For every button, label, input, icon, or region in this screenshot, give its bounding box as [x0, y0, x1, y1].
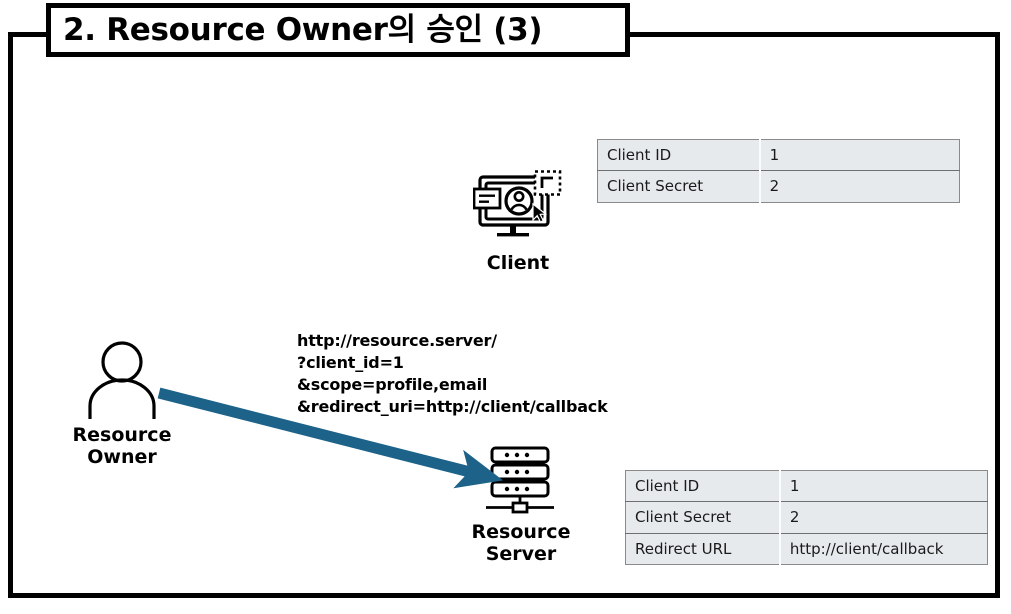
- resource-owner-label: Resource Owner: [72, 424, 172, 469]
- page-title: 2. Resource Owner의 승인 (3): [63, 11, 543, 48]
- row-key: Redirect URL: [625, 532, 781, 565]
- row-value: 2: [779, 501, 988, 533]
- row-value: http://client/callback: [779, 532, 988, 565]
- client-credentials-table: Client ID 1 Client Secret 2: [597, 139, 960, 203]
- row-key: Client ID: [625, 470, 781, 502]
- resource-server-label: Resource Server: [471, 521, 571, 566]
- table-row: Redirect URL http://client/callback: [625, 532, 988, 565]
- slide-title-box: 2. Resource Owner의 승인 (3): [46, 3, 630, 57]
- row-value: 1: [759, 139, 960, 171]
- table-row: Client Secret 2: [625, 501, 988, 533]
- row-value: 1: [779, 470, 988, 502]
- row-key: Client Secret: [597, 170, 761, 202]
- client-label: Client: [486, 252, 550, 274]
- table-row: Client ID 1: [597, 139, 960, 171]
- server-rack-icon: [484, 446, 558, 518]
- person-icon: [84, 340, 160, 420]
- monitor-user-icon: [472, 170, 563, 246]
- server-client-registry-table: Client ID 1 Client Secret 2 Redirect URL…: [625, 470, 988, 565]
- authorization-request-url: http://resource.server/ ?client_id=1 &sc…: [297, 331, 608, 417]
- row-key: Client ID: [597, 139, 761, 171]
- row-value: 2: [759, 170, 960, 202]
- table-row: Client ID 1: [625, 470, 988, 502]
- row-key: Client Secret: [625, 501, 781, 533]
- table-row: Client Secret 2: [597, 170, 960, 202]
